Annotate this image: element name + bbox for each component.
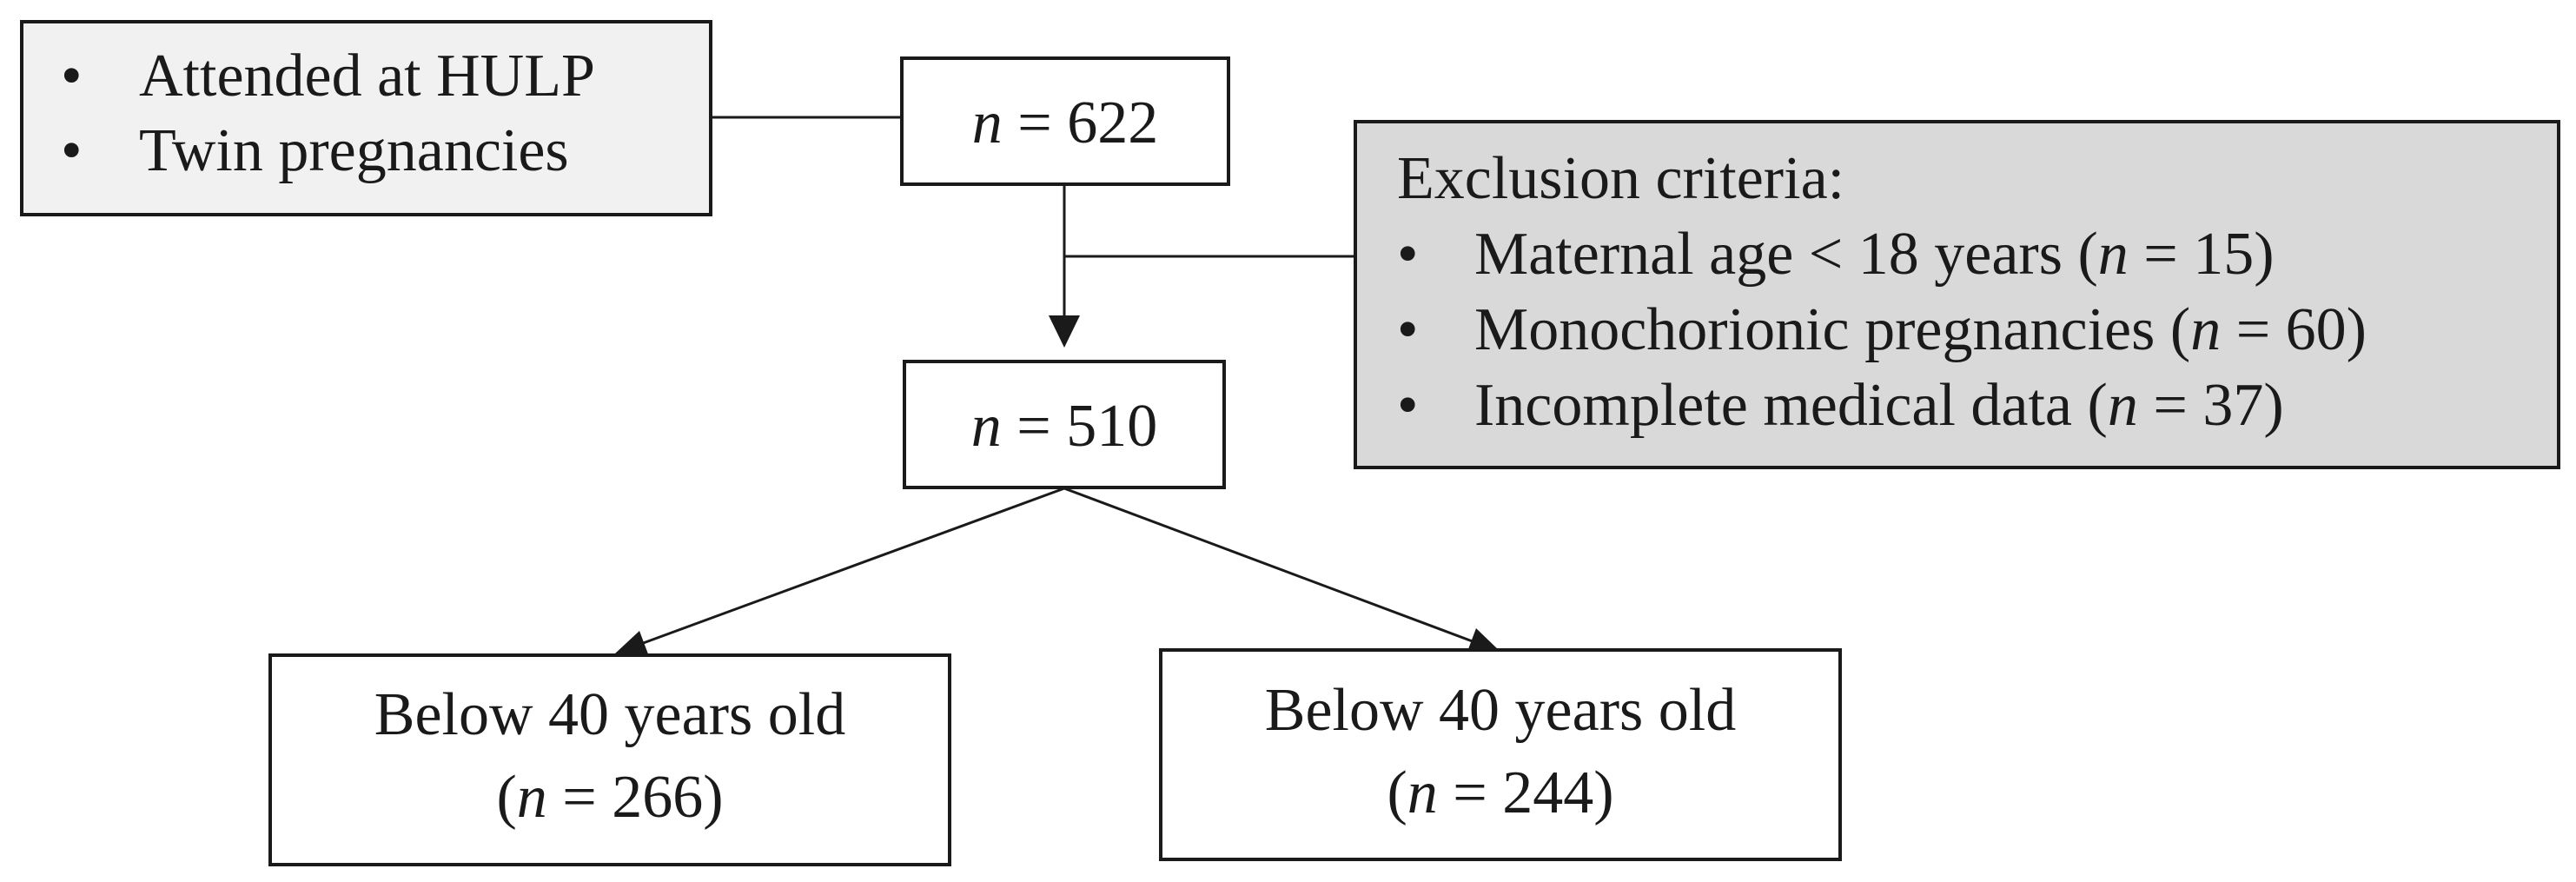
included-box: n = 510: [903, 360, 1226, 489]
main-down-arrowhead: [1049, 315, 1080, 348]
right-branch-connector: [1063, 487, 1478, 645]
exclusion-item-2: Monochorionic pregnancies (n = 60): [1474, 296, 2367, 363]
group-box-left: Below 40 years old (n = 266): [268, 653, 951, 866]
group-box-right: Below 40 years old (n = 244): [1159, 648, 1842, 861]
group-left-count: (n = 266): [496, 764, 723, 831]
total-count: n = 622: [972, 90, 1158, 156]
total-box: n = 622: [900, 56, 1230, 186]
group-right-count: (n = 244): [1387, 759, 1613, 826]
exclusion-item-1: Maternal age < 18 years (n = 15): [1474, 221, 2275, 288]
group-right-label: Below 40 years old: [1265, 677, 1736, 744]
inclusion-item-2: Twin pregnancies: [139, 117, 569, 184]
exclusion-bullet-1: •: [1397, 221, 1419, 288]
group-left-label: Below 40 years old: [374, 681, 845, 748]
included-count: n = 510: [971, 393, 1157, 460]
exclusion-title: Exclusion criteria:: [1397, 145, 1844, 212]
left-branch-arrowhead: [615, 631, 650, 659]
inclusion-bullet-2: •: [61, 117, 83, 184]
inclusion-box: • Attended at HULP • Twin pregnancies: [20, 20, 712, 216]
left-branch-connector: [638, 487, 1065, 647]
exclusion-bullet-3: •: [1397, 372, 1419, 439]
exclusion-bullet-2: •: [1397, 296, 1419, 363]
inclusion-item-1: Attended at HULP: [139, 43, 595, 109]
exclusion-box: Exclusion criteria: • Maternal age < 18 …: [1354, 120, 2560, 469]
inclusion-bullet-1: •: [61, 43, 83, 109]
exclusion-item-3: Incomplete medical data (n = 37): [1474, 372, 2284, 439]
